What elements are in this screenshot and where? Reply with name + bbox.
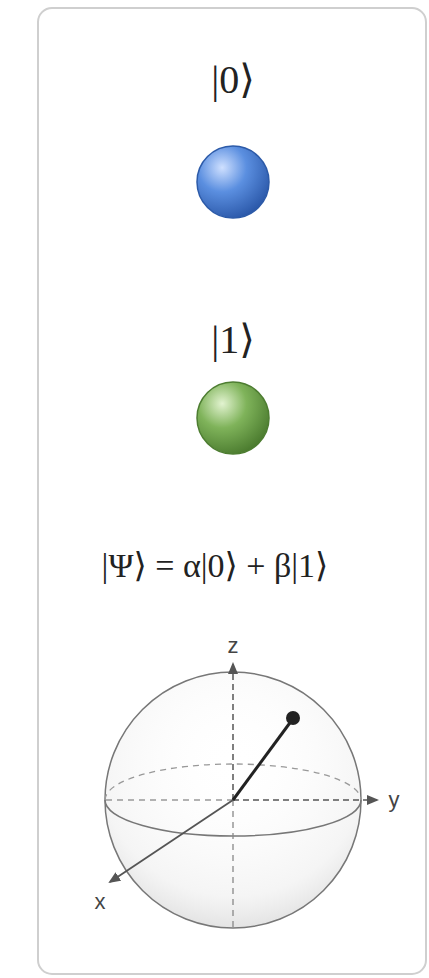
ket-label: |1⟩ xyxy=(211,318,255,362)
axis-label: z xyxy=(228,634,239,658)
green-sphere xyxy=(197,382,269,454)
blue-sphere xyxy=(197,146,269,218)
axis-label: x xyxy=(95,890,106,914)
bloch-sphere xyxy=(105,664,377,928)
state-formula: |Ψ⟩ = α|0⟩ + β|1⟩ xyxy=(99,547,332,584)
panel-frame xyxy=(38,8,426,974)
ket-label: |0⟩ xyxy=(211,58,255,102)
axis-label: y xyxy=(389,788,400,812)
